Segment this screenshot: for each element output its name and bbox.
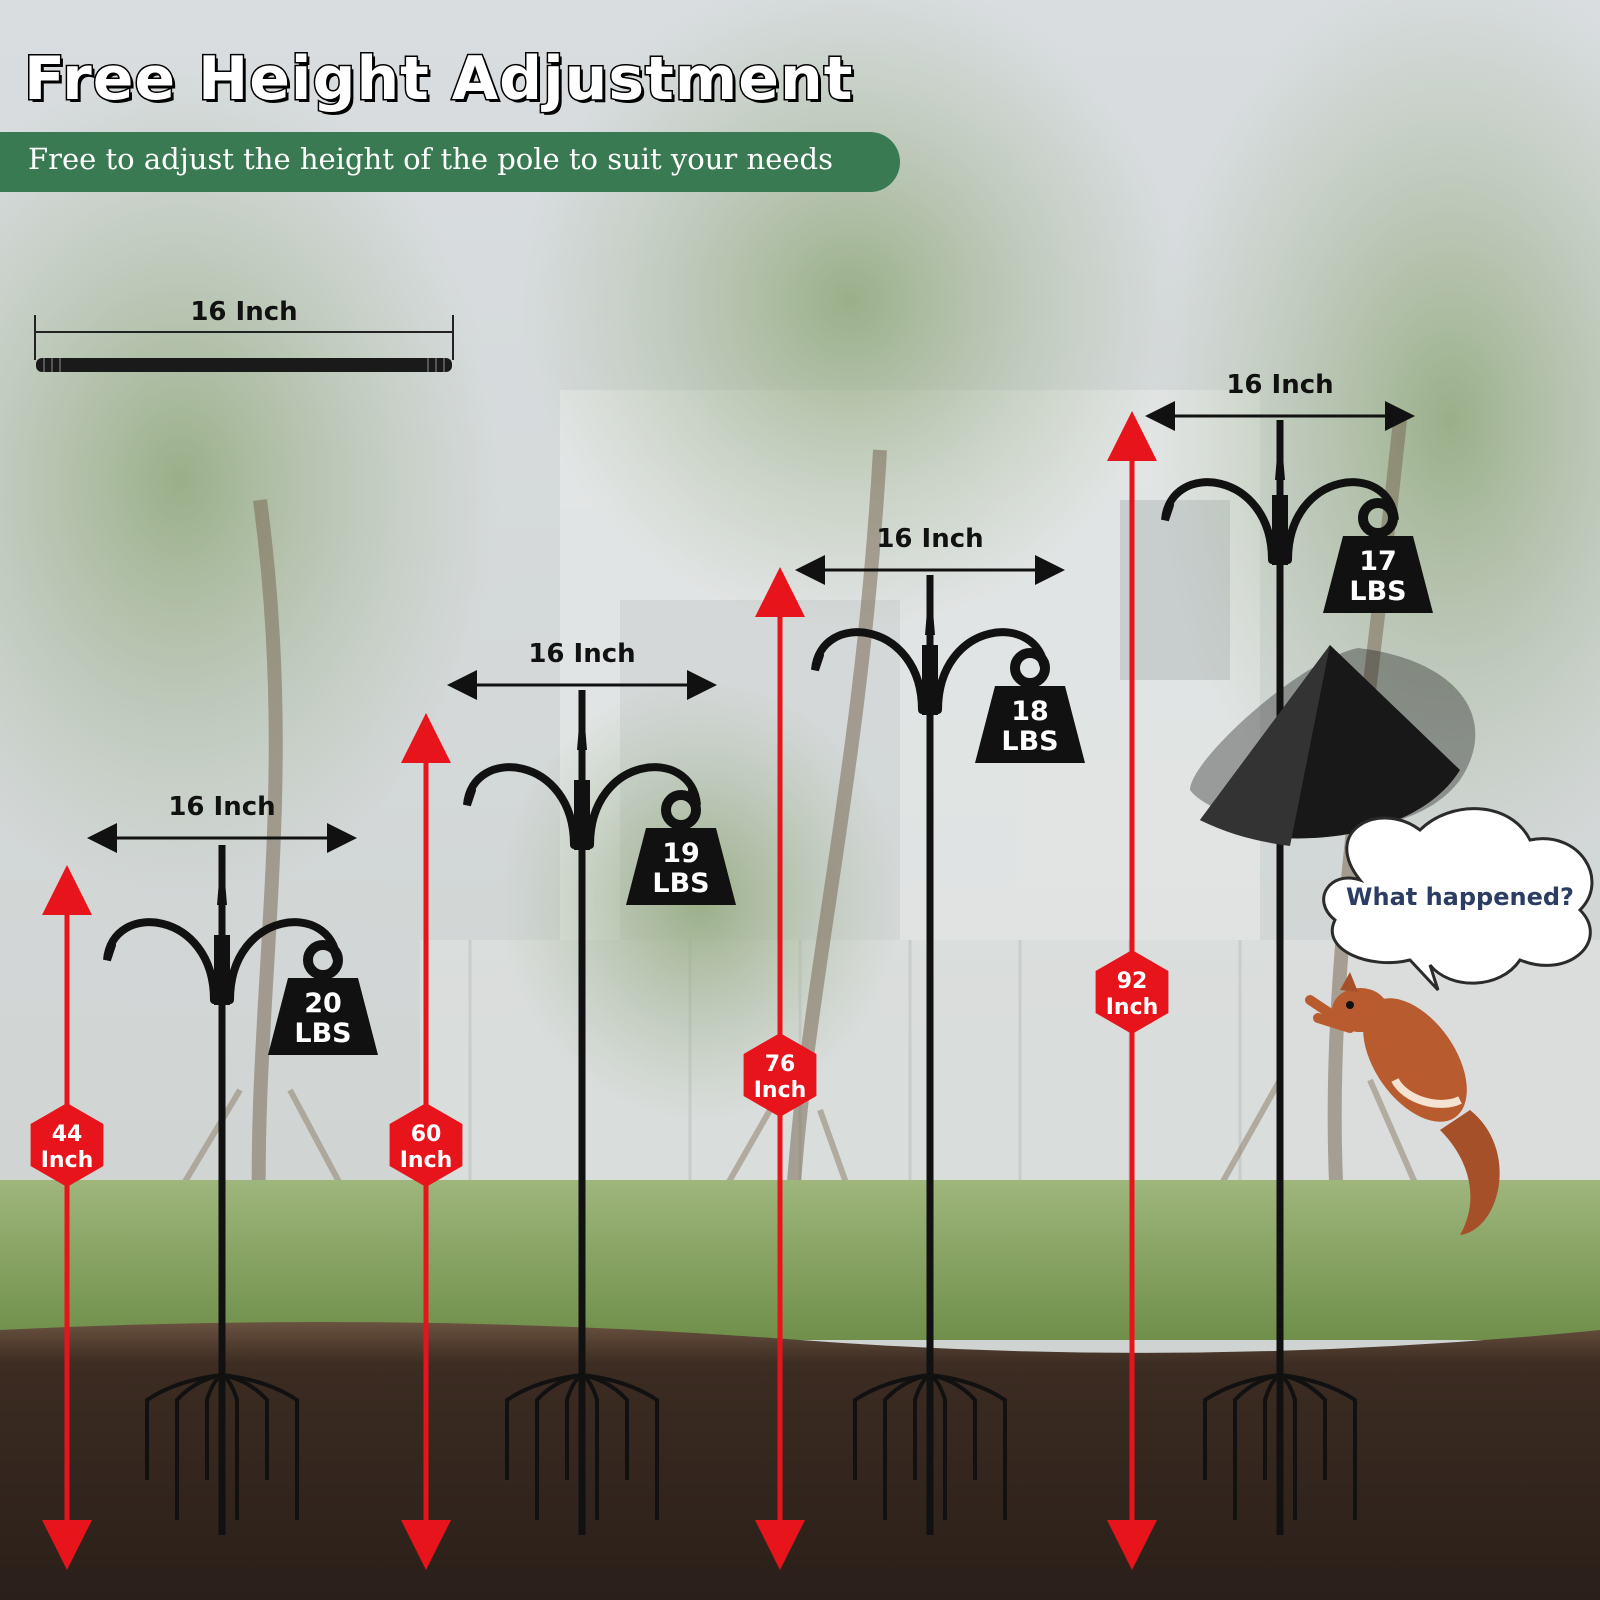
subtitle-banner bbox=[0, 132, 900, 192]
soil-cross-section bbox=[0, 1322, 1600, 1600]
weight-ring bbox=[661, 790, 701, 830]
weight-icon bbox=[268, 978, 378, 1055]
weight-value: 19 bbox=[662, 838, 700, 869]
height-value: 92 bbox=[1117, 969, 1148, 994]
weight-unit: LBS bbox=[294, 1018, 351, 1049]
weight-ring bbox=[1358, 498, 1398, 538]
left-hook bbox=[1161, 478, 1276, 564]
page-title: Free Height Adjustment bbox=[22, 43, 854, 116]
page-subtitle: Free to adjust the height of the pole to… bbox=[28, 142, 833, 176]
height-badge bbox=[1095, 950, 1169, 1034]
ground-stake bbox=[145, 1373, 299, 1520]
height-value: 60 bbox=[411, 1122, 442, 1147]
pole-finial bbox=[925, 575, 935, 635]
right-hook bbox=[586, 763, 701, 849]
weight-icon bbox=[626, 828, 736, 905]
speech-bubble-text: What happened? bbox=[1346, 883, 1574, 911]
weight-icon bbox=[1323, 536, 1433, 613]
hook-collar bbox=[574, 780, 590, 850]
pole-finial bbox=[217, 845, 227, 905]
weight-unit: LBS bbox=[1349, 576, 1406, 607]
subtitle-banner-edge bbox=[0, 132, 40, 192]
weight-ring bbox=[303, 940, 343, 980]
height-badge bbox=[389, 1103, 463, 1187]
height-badge bbox=[743, 1033, 817, 1117]
height-unit: Inch bbox=[1106, 995, 1159, 1020]
height-unit: Inch bbox=[754, 1078, 807, 1103]
segment-width-label: 16 Inch bbox=[190, 297, 297, 327]
weight-unit: LBS bbox=[1001, 726, 1058, 757]
pole-finial bbox=[577, 690, 587, 750]
squirrel-illustration bbox=[1305, 972, 1500, 1235]
height-value: 44 bbox=[52, 1122, 83, 1147]
height-unit: Inch bbox=[41, 1148, 94, 1173]
ground-stake bbox=[505, 1373, 659, 1520]
width-label: 16 Inch bbox=[168, 792, 275, 822]
weight-ring bbox=[1010, 648, 1050, 688]
ground-stake bbox=[1203, 1373, 1357, 1520]
weight-icon bbox=[975, 686, 1085, 763]
left-hook bbox=[811, 628, 926, 714]
weight-unit: LBS bbox=[652, 868, 709, 899]
left-hook bbox=[463, 763, 578, 849]
width-label: 16 Inch bbox=[876, 524, 983, 554]
speech-bubble: What happened? bbox=[1322, 807, 1594, 992]
ground-stake bbox=[853, 1373, 1007, 1520]
height-badge bbox=[30, 1103, 104, 1187]
squirrel-baffle bbox=[1190, 645, 1476, 846]
weight-value: 20 bbox=[304, 988, 342, 1019]
pole-finial bbox=[1275, 420, 1285, 480]
weight-value: 18 bbox=[1011, 696, 1049, 727]
height-value: 76 bbox=[765, 1052, 796, 1077]
left-hook bbox=[103, 918, 218, 1004]
width-label: 16 Inch bbox=[1226, 370, 1333, 400]
grass-strip bbox=[0, 1180, 1600, 1340]
hook-collar bbox=[1272, 495, 1288, 565]
extension-segment: 16 Inch bbox=[34, 297, 454, 372]
height-unit: Inch bbox=[400, 1148, 453, 1173]
hook-collar bbox=[214, 935, 230, 1005]
width-label: 16 Inch bbox=[528, 639, 635, 669]
weight-value: 17 bbox=[1359, 546, 1397, 577]
hook-collar bbox=[922, 645, 938, 715]
